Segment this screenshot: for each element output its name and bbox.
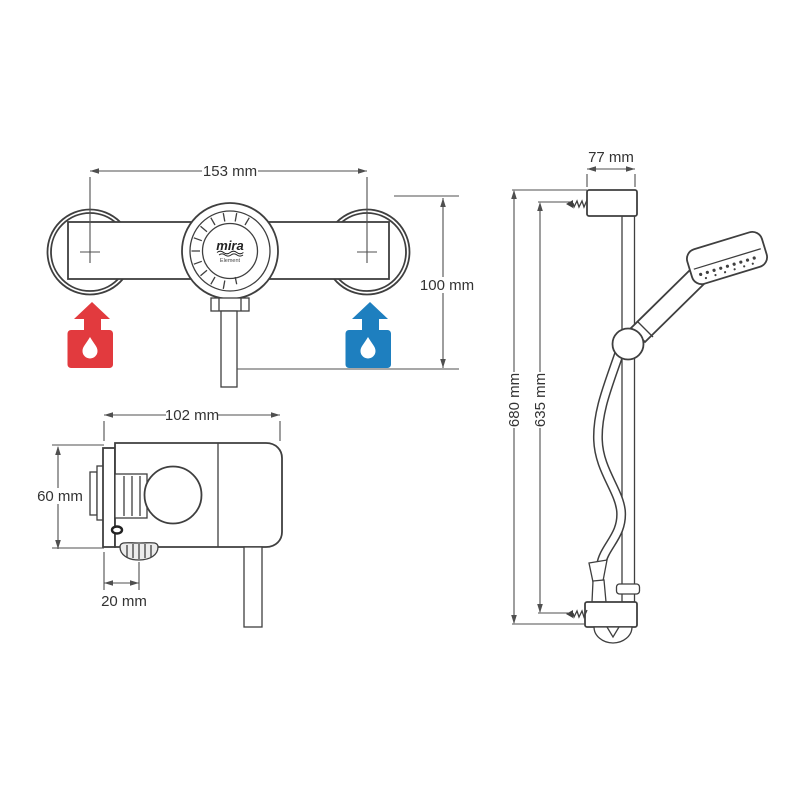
model-name-label: Element [220, 258, 241, 264]
grub-screw [110, 525, 124, 535]
hot-droplet-icon [82, 337, 98, 359]
rail-view: 77 mm 680 mm 635 mm [506, 149, 768, 644]
cold-arrow-head [352, 302, 388, 319]
handset-face-edge [693, 248, 761, 270]
dimension-635: 635 mm [532, 201, 570, 614]
cold-droplet-icon [360, 337, 376, 359]
dimension-102: 102 mm [103, 407, 281, 441]
dimension-77-label: 77 mm [588, 149, 634, 166]
control-dial-face [201, 222, 259, 280]
dimension-680: 680 mm [506, 189, 587, 625]
spray-nozzles-row2 [704, 262, 754, 280]
dimension-635-label: 635 mm [532, 373, 549, 427]
dimension-153-label: 153 mm [203, 163, 257, 180]
control-knob-side [143, 465, 203, 525]
dimension-100: 100 mm [237, 195, 474, 370]
valve-neck [114, 473, 148, 519]
dimension-20: 20 mm [101, 552, 147, 610]
handset-hook-notch [606, 626, 620, 639]
dimension-100-label: 100 mm [420, 277, 474, 294]
dimension-20-label: 20 mm [101, 593, 147, 610]
handset-head [686, 230, 768, 286]
handle-grip-line [637, 321, 654, 338]
handset-head-body [686, 230, 768, 286]
hot-arrow-shaft [84, 318, 101, 331]
shower-hose-fill [594, 352, 625, 566]
logo-wave [216, 250, 244, 257]
dimension-680-label: 680 mm [506, 373, 523, 427]
outlet-nut [210, 297, 250, 312]
outlet-connector-knurl [126, 544, 152, 559]
slide-rail-tube [621, 215, 636, 603]
dimension-60-label: 60 mm [37, 488, 83, 505]
hose-elbow-upper [588, 559, 608, 583]
hose-elbow-stem [591, 579, 607, 603]
rail-end-collar [615, 583, 641, 595]
dimension-77: 77 mm [586, 149, 636, 187]
outlet-nut-facets [218, 298, 242, 311]
top-wall-bracket [586, 189, 638, 217]
front-view: mira Element 153 mm [46, 163, 474, 388]
dimension-60: 60 mm [37, 444, 104, 549]
outlet-pipe [220, 310, 238, 388]
top-fixing-screw-thread [572, 199, 588, 209]
hot-arrow-head [74, 302, 110, 319]
brand-logo: mira [216, 238, 243, 253]
inlet-nut [89, 471, 98, 516]
dial-tick-marks [191, 212, 250, 290]
handset-hook [593, 626, 633, 644]
side-view: 102 mm 60 mm 20 mm [37, 407, 283, 628]
bottom-fixing-screw-tip [566, 610, 573, 618]
dimension-102-label: 102 mm [165, 407, 219, 424]
dimension-153: 153 mm [90, 163, 367, 180]
bottom-fixing-screw-thread [572, 609, 588, 619]
side-outlet-pipe [243, 546, 263, 628]
fixing-centre-crosses [80, 177, 377, 263]
slider-clamp-ball [611, 327, 645, 361]
valve-neck-ribs [123, 476, 141, 516]
spray-nozzles-row1 [699, 256, 756, 277]
top-fixing-screw-tip [566, 200, 573, 208]
cold-arrow-shaft [362, 318, 379, 331]
bottom-wall-bracket [584, 601, 638, 628]
